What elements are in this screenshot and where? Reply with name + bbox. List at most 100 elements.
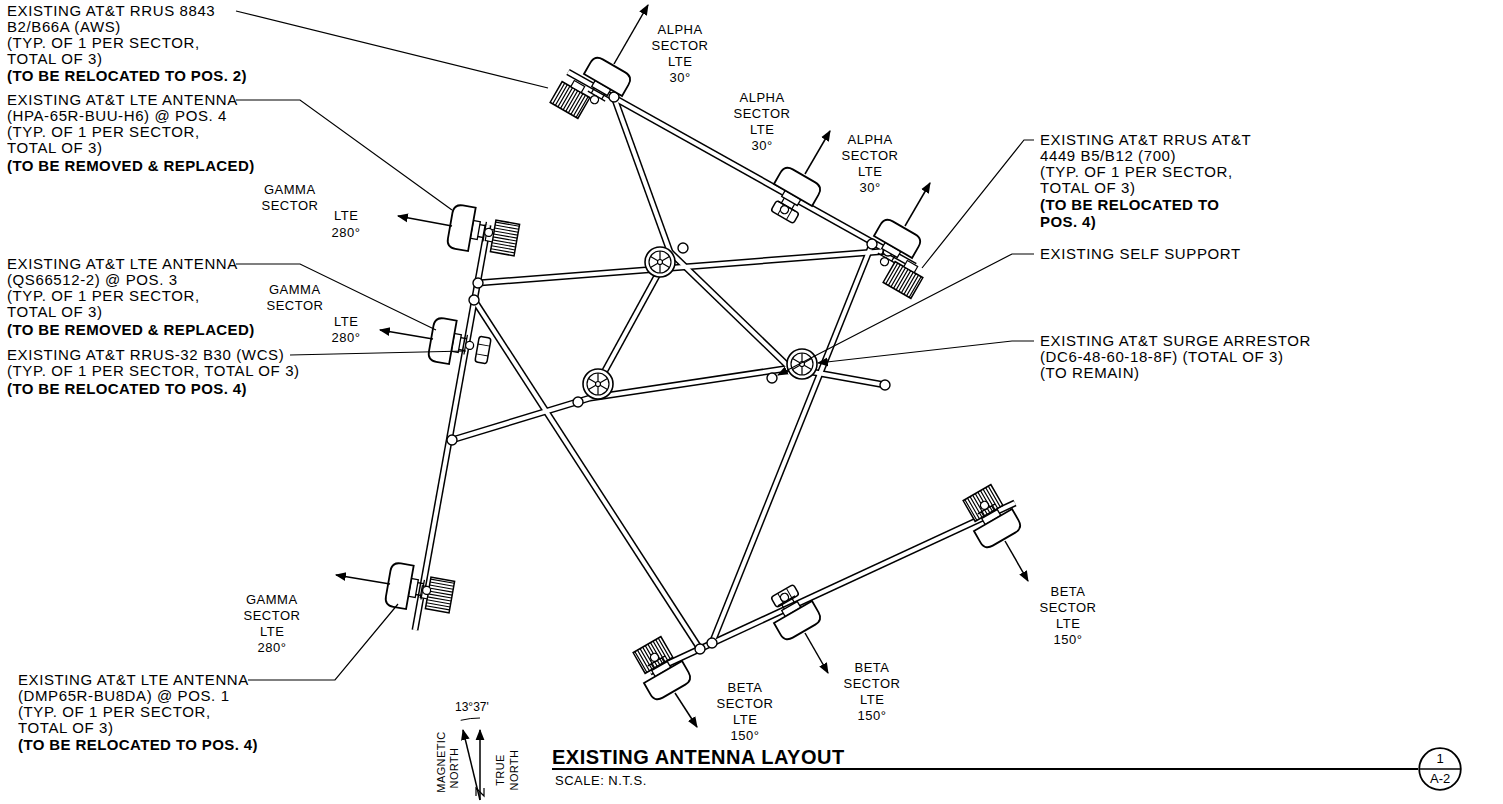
callout-text: TOTAL OF 3) xyxy=(18,720,114,736)
tube-fill xyxy=(415,72,1015,672)
callout-text: (TYP. OF 1 PER SECTOR, xyxy=(7,124,200,140)
sector-label: GAMMA xyxy=(269,282,321,298)
surge-arrestor-symbol xyxy=(787,349,817,379)
sector-label: LTE xyxy=(1056,616,1080,632)
callout-text: (TYP. OF 1 PER SECTOR, xyxy=(18,704,211,720)
sector-label: 150° xyxy=(858,708,887,724)
callout-text: EXISTING AT&T LTE ANTENNA xyxy=(18,672,249,688)
callout-text: (TYP. OF 1 PER SECTOR, xyxy=(1040,164,1233,180)
joint-clamps xyxy=(447,92,893,654)
scale-note: SCALE: N.T.S. xyxy=(555,773,647,789)
north-label: NORTH xyxy=(446,748,462,789)
callout-note: (TO BE REMOVED & REPLACED) xyxy=(7,158,255,174)
sector-label: GAMMA xyxy=(264,182,316,198)
callout-text: EXISTING AT&T LTE ANTENNA xyxy=(7,256,238,272)
sector-label: 280° xyxy=(332,330,361,346)
surge-arrestor-symbol xyxy=(645,247,675,277)
sector-label: 150° xyxy=(1054,632,1083,648)
sector-label: 150° xyxy=(731,728,760,744)
rrus-symbol xyxy=(484,219,520,256)
sector-label: LTE xyxy=(668,54,692,70)
sector-label: SECTOR xyxy=(844,676,901,692)
antennas xyxy=(384,55,1023,702)
callout-text: EXISTING AT&T RRUS 8843 xyxy=(7,3,215,19)
callout-text: TOTAL OF 3) xyxy=(1040,180,1136,196)
sector-label: LTE xyxy=(750,122,774,138)
callout-text: (TYP. OF 1 PER SECTOR, xyxy=(7,288,200,304)
sheet-ref-text: A-2 xyxy=(1430,771,1450,787)
callout-note: POS. 4) xyxy=(1040,214,1096,230)
callout-text: EXISTING AT&T SURGE ARRESTOR xyxy=(1040,333,1311,349)
callout-text: 4449 B5/B12 (700) xyxy=(1040,148,1176,164)
sector-label: SECTOR xyxy=(717,696,774,712)
tower-frame xyxy=(415,72,1015,672)
callout-note: (TO BE RELOCATED TO POS. 4) xyxy=(18,737,258,753)
surge-arrestors xyxy=(583,247,817,399)
north-label: NORTH xyxy=(506,750,522,791)
sector-label: BETA xyxy=(1051,584,1086,600)
sector-label: SECTOR xyxy=(734,106,791,122)
sheet-reference-circle: 1A-2 xyxy=(1418,747,1462,791)
antenna-panel xyxy=(573,55,633,114)
drawing-title: EXISTING ANTENNA LAYOUT xyxy=(552,746,845,768)
sector-arrows xyxy=(336,5,1028,727)
sector-label: SECTOR xyxy=(1040,600,1097,616)
callout-text: (DC6-48-60-18-8F) (TOTAL OF 3) xyxy=(1040,349,1284,365)
sector-label: SECTOR xyxy=(267,298,324,314)
callout-text: (TYP. OF 1 PER SECTOR, xyxy=(7,35,200,51)
sector-label: SECTOR xyxy=(842,148,899,164)
antenna-panel xyxy=(427,317,477,368)
sector-label: ALPHA xyxy=(848,132,893,148)
sector-label: BETA xyxy=(728,680,763,696)
callout-note: (TO BE RELOCATED TO xyxy=(1040,197,1219,213)
sector-label: LTE xyxy=(260,624,284,640)
callout-text: EXISTING SELF SUPPORT xyxy=(1040,246,1241,262)
rrus-symbol xyxy=(883,256,926,299)
antenna-panel xyxy=(963,491,1023,550)
tube-outline xyxy=(415,72,1015,672)
rrus-symbol xyxy=(475,336,491,364)
callout-text: EXISTING AT&T RRUS-32 B30 (WCS) xyxy=(7,347,284,363)
callout-text: TOTAL OF 3) xyxy=(7,304,103,320)
sector-label: LTE xyxy=(733,712,757,728)
sector-label: LTE xyxy=(860,692,884,708)
surge-arrestor-symbol xyxy=(583,369,613,399)
sector-label: 30° xyxy=(752,138,773,154)
antenna-panel xyxy=(384,562,434,613)
sheet-ref-text: 1 xyxy=(1437,751,1444,767)
rrus-symbol xyxy=(550,76,593,119)
sector-label: LTE xyxy=(334,208,358,224)
title-underline xyxy=(552,768,1418,770)
sector-label: ALPHA xyxy=(740,90,785,106)
callout-note: (TO BE RELOCATED TO POS. 2) xyxy=(7,68,247,84)
sector-label: 30° xyxy=(670,70,691,86)
sector-label: SECTOR xyxy=(652,38,709,54)
sector-label: LTE xyxy=(334,314,358,330)
sector-label: LTE xyxy=(858,164,882,180)
callout-note: (TO BE REMOVED & REPLACED) xyxy=(7,322,255,338)
sector-label: BETA xyxy=(855,660,890,676)
sector-label: SECTOR xyxy=(244,608,301,624)
callout-text: (HPA-65R-BUU-H6) @ POS. 4 xyxy=(7,108,227,124)
sector-label: SECTOR xyxy=(262,198,319,214)
north-label: MAGNETIC xyxy=(432,731,448,792)
callout-text: TOTAL OF 3) xyxy=(7,51,103,67)
antenna-panel xyxy=(633,643,693,702)
sector-label: GAMMA xyxy=(246,592,298,608)
sector-label: 280° xyxy=(258,640,287,656)
sector-label: ALPHA xyxy=(658,22,703,38)
callout-text: TOTAL OF 3) xyxy=(7,140,103,156)
callout-text: (QS66512-2) @ POS. 3 xyxy=(7,272,178,288)
leader-lines xyxy=(236,11,1034,680)
callout-text: (DMP65R-BU8DA) @ POS. 1 xyxy=(18,688,230,704)
sector-label: 280° xyxy=(332,225,361,241)
callout-text: EXISTING AT&T RRUS AT&T xyxy=(1040,132,1251,148)
north-arrow xyxy=(461,718,484,800)
callout-text: EXISTING AT&T LTE ANTENNA xyxy=(7,92,238,108)
antenna-panel xyxy=(863,217,923,276)
north-label: TRUE xyxy=(492,754,508,786)
callout-note: (TO BE RELOCATED TO POS. 4) xyxy=(7,381,247,397)
sector-label: 30° xyxy=(860,180,881,196)
callout-text: (TYP. OF 1 PER SECTOR, TOTAL OF 3) xyxy=(7,363,300,379)
